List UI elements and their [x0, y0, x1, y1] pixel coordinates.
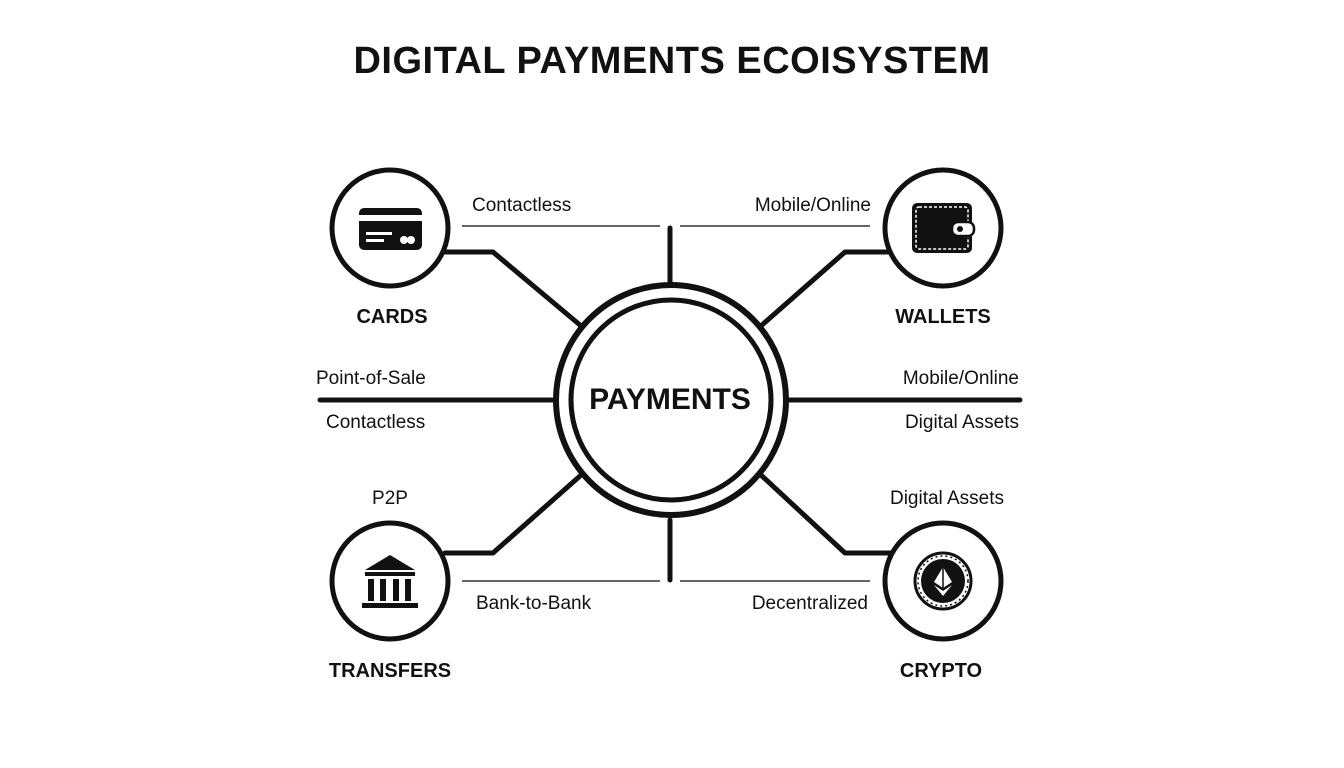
bank-icon [362, 555, 418, 608]
diagram-title: DIGITAL PAYMENTS ECOISYSTEM [353, 40, 991, 82]
label-top-left: Contactless [472, 195, 572, 216]
label-bottom-right-above: Digital Assets [889, 488, 1005, 509]
connector-wallets [759, 249, 901, 328]
transfers-label: TRANSFERS [328, 660, 452, 682]
wallets-label: WALLETS [895, 306, 991, 328]
label-mid-left-below: Contactless [326, 412, 426, 433]
crypto-label: CRYPTO [899, 660, 983, 682]
connector-transfers [442, 473, 583, 556]
label-mid-left-above: Point-of-Sale [316, 368, 426, 389]
wallet-icon [912, 203, 976, 253]
label-top-right: Mobile/Online [754, 195, 871, 216]
label-bottom-left: Bank-to-Bank [476, 593, 592, 614]
connector-cards [442, 249, 583, 328]
label-mid-right-above: Mobile/Online [902, 368, 1019, 389]
label-bottom-right: Decentralized [751, 593, 868, 614]
credit-card-icon [359, 208, 422, 250]
connector-crypto [759, 473, 901, 556]
label-bottom-left-above: P2P [372, 488, 408, 509]
label-mid-right-below: Digital Assets [904, 412, 1019, 433]
center-label: PAYMENTS [589, 383, 751, 416]
center-node [553, 282, 789, 518]
transfers-node-circle [329, 520, 451, 642]
cards-label: CARDS [356, 306, 428, 328]
crypto-coin-icon [913, 551, 973, 611]
